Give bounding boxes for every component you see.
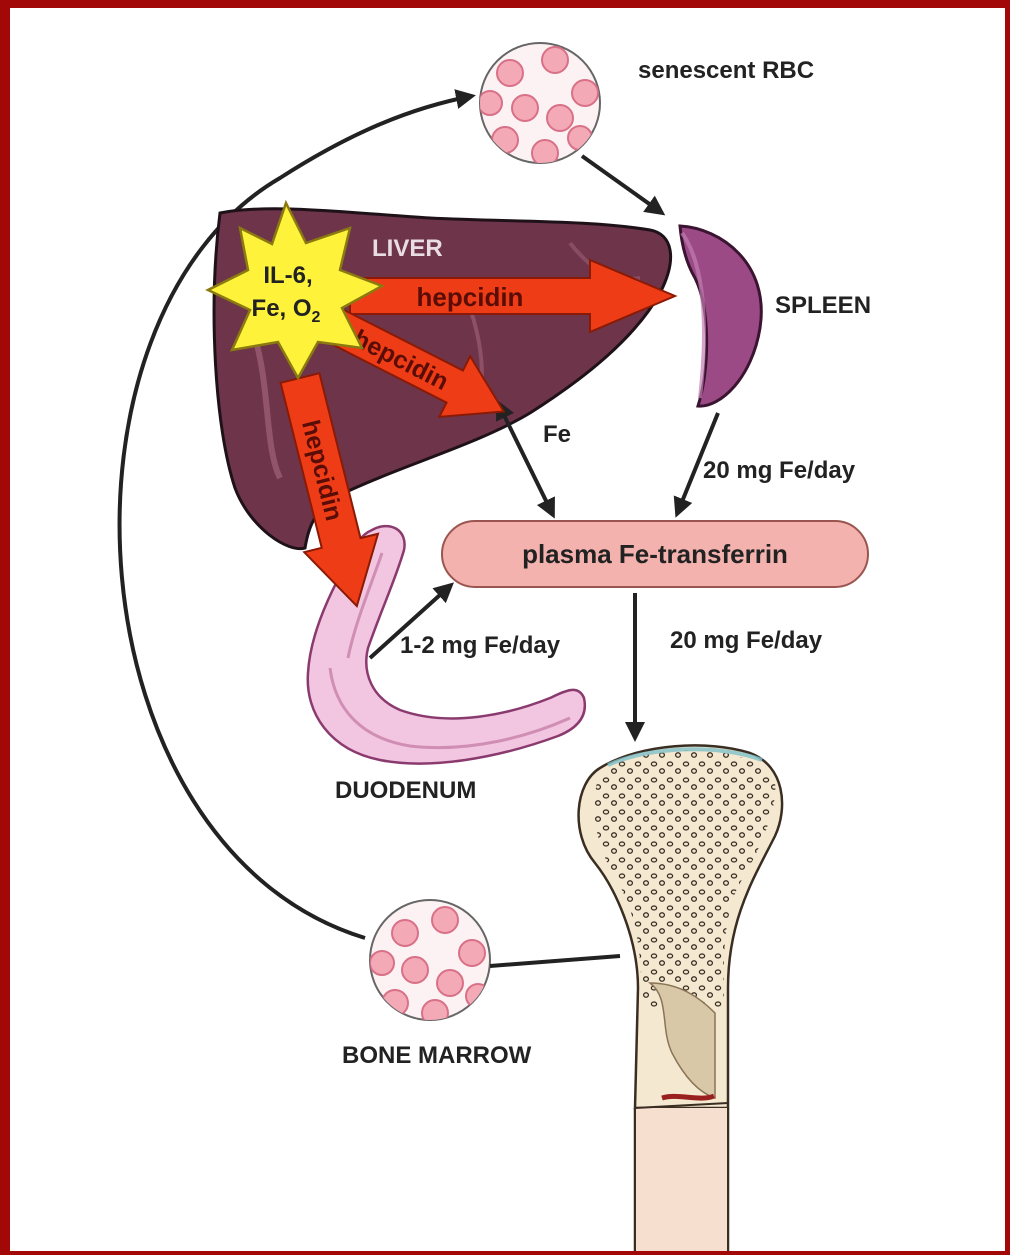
bone-marrow-rbc-circle (370, 900, 490, 1026)
rbc-to-spleen-arrow (582, 156, 662, 213)
regulators-line2-text: Fe, O (252, 295, 312, 322)
spleen (680, 226, 761, 406)
plasma-label: plasma Fe-transferrin (522, 539, 788, 569)
iron-metabolism-diagram: hepcidin hepcidin hepcidin IL-6, Fe, O2 … (10, 8, 1005, 1251)
hepcidin-label-spleen: hepcidin (417, 282, 524, 312)
duodenum-label: DUODENUM (335, 777, 476, 804)
regulators-line2-sub: 2 (312, 309, 321, 326)
senescent-rbc-label: senescent RBC (638, 57, 814, 84)
marrow-flux-label: 20 mg Fe/day (670, 627, 823, 654)
plasma-transferrin-box: plasma Fe-transferrin (442, 521, 868, 587)
regulators-line1: IL-6, (263, 262, 312, 289)
regulators-line2: Fe, O2 (252, 295, 321, 326)
bone (579, 745, 783, 1251)
duodenum-flux-label: 1-2 mg Fe/day (400, 632, 561, 659)
spleen-label: SPLEEN (775, 292, 871, 319)
marrow-to-rbc-line (490, 956, 620, 966)
diagram-frame: hepcidin hepcidin hepcidin IL-6, Fe, O2 … (10, 8, 1005, 1251)
senescent-rbc-circle (478, 43, 600, 166)
fe-label: Fe (543, 421, 571, 448)
bone-marrow-label: BONE MARROW (342, 1042, 532, 1069)
liver-label: LIVER (372, 235, 443, 262)
spleen-flux-label: 20 mg Fe/day (703, 457, 856, 484)
liver-plasma-fe-arrow (498, 403, 553, 515)
